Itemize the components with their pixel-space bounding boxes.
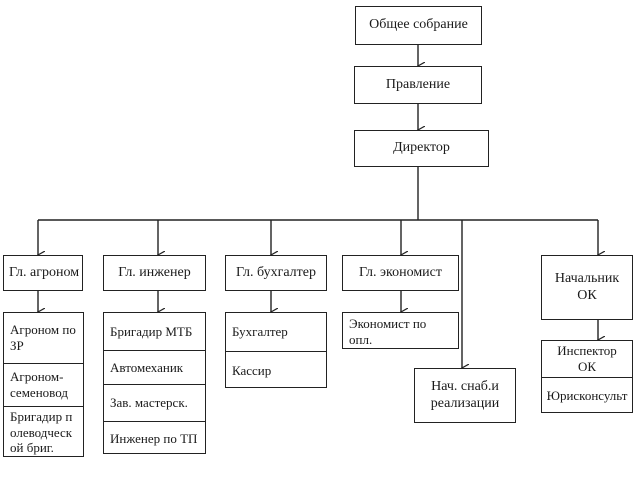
staff-accountant-item: Кассир [226,351,326,389]
staff-engineer-item-label: Инженер по ТП [110,430,198,446]
node-chief-engineer: Гл. инженер [103,255,206,291]
node-supply-chief: Нач. снаб.и реализации [414,368,516,423]
staff-accountant-item: Бухгалтер [226,313,326,351]
staff-agronomist-item-label: Бригадир полеводческой бриг. [10,409,73,456]
node-director: Директор [354,130,489,167]
node-general-assembly: Общее собрание [355,6,482,45]
staff-engineer-item: Автомеханик [104,350,205,384]
staff-agronomist-item: Агроном по ЗР [4,313,83,363]
staff-engineer-item: Зав. мастерск. [104,384,205,421]
node-chief-agronomist: Гл. агроном [3,255,83,291]
staff-economist-item-label: Экономист по опл. [349,315,427,347]
staff-engineer-item-label: Зав. мастерск. [110,395,188,411]
staff-economist: Экономист по опл. [342,312,459,349]
node-chief-engineer-label: Гл. инженер [118,264,191,280]
staff-hr-item: Юрисконсульт [542,377,632,414]
staff-agronomist-item-label: Агроном-семеновод [10,369,68,400]
node-general-assembly-label: Общее собрание [369,17,468,33]
node-hr-chief-label: Начальник ОК [554,270,620,303]
staff-accountant: Бухгалтер Кассир [225,312,327,388]
staff-hr: Инспектор ОК Юрисконсульт [541,340,633,413]
staff-engineer: Бригадир МТБ Автомеханик Зав. мастерск. … [103,312,206,454]
node-supply-chief-label: Нач. снаб.и реализации [430,378,500,411]
node-hr-chief: Начальник ОК [541,255,633,320]
node-chief-economist-label: Гл. экономист [358,264,443,280]
node-board: Правление [354,66,482,104]
staff-agronomist: Агроном по ЗР Агроном-семеновод Бригадир… [3,312,84,457]
staff-agronomist-item: Агроном-семеновод [4,363,83,406]
staff-economist-item: Экономист по опл. [343,313,458,350]
staff-hr-item-label: Юрисконсульт [546,388,628,404]
node-board-label: Правление [385,76,451,92]
node-chief-economist: Гл. экономист [342,255,459,291]
node-chief-accountant: Гл. бухгалтер [225,255,327,291]
staff-hr-item-label: Инспектор ОК [557,343,617,374]
staff-accountant-item-label: Кассир [232,362,272,378]
staff-engineer-item: Инженер по ТП [104,421,205,455]
staff-engineer-item: Бригадир МТБ [104,313,205,350]
node-director-label: Директор [393,140,450,156]
staff-engineer-item-label: Бригадир МТБ [110,323,193,339]
node-chief-agronomist-label: Гл. агроном [9,264,80,280]
staff-accountant-item-label: Бухгалтер [232,324,288,340]
node-chief-accountant-label: Гл. бухгалтер [235,264,316,280]
staff-agronomist-item-label: Агроном по ЗР [10,322,76,353]
staff-hr-item: Инспектор ОК [542,341,632,377]
staff-engineer-item-label: Автомеханик [110,359,184,375]
staff-agronomist-item: Бригадир полеводческой бриг. [4,406,83,458]
